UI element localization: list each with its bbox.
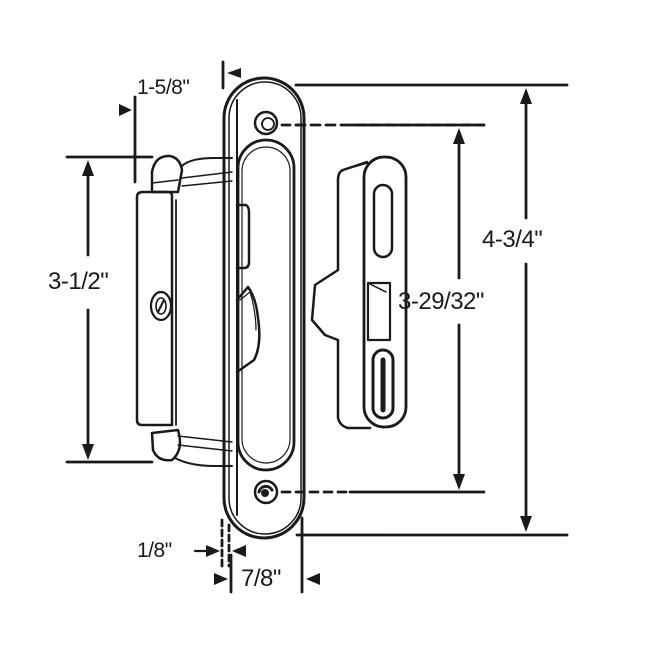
dimension-label-overall-height: 4-3/4" (482, 226, 543, 253)
dimension-label-screw-spacing: 3-29/32" (398, 288, 484, 315)
dimension-lines (65, 60, 569, 594)
dimension-label-body-height: 3-1/2" (48, 268, 109, 295)
dimension-label-plate-thickness: 1/8" (137, 539, 172, 562)
handle-plate (222, 76, 306, 540)
keeper (310, 155, 408, 430)
dimension-label-plate-width: 7/8" (241, 565, 281, 592)
lock-body (135, 154, 233, 467)
dimension-label-body-depth: 1-5/8" (137, 76, 190, 99)
